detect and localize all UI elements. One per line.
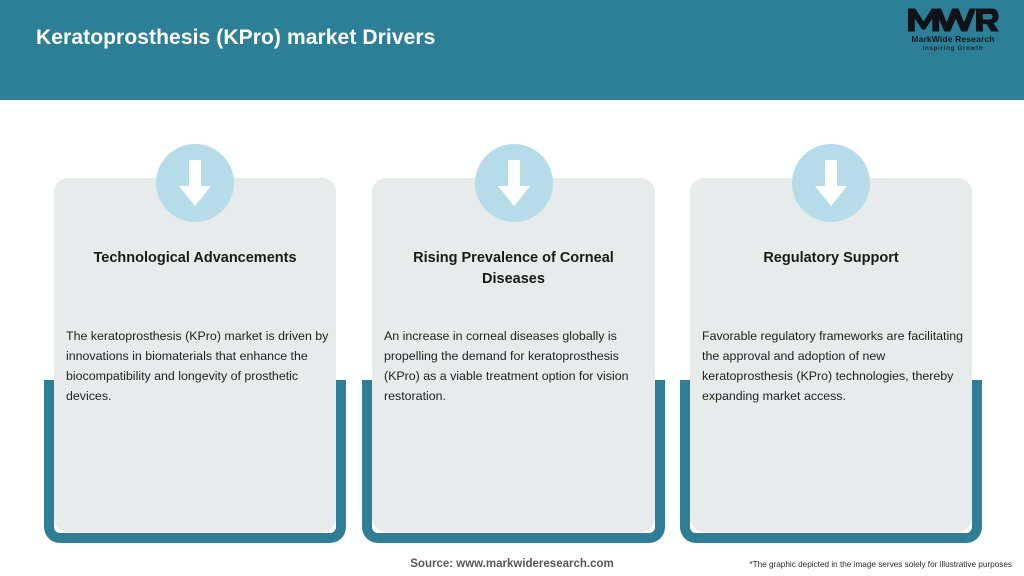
card-frame (680, 380, 982, 543)
card-body: Favorable regulatory frameworks are faci… (702, 329, 964, 404)
card-body: An increase in corneal diseases globally… (384, 329, 629, 404)
page-title: Keratoprosthesis (KPro) market Drivers (36, 26, 436, 49)
arrow-down-icon (815, 160, 847, 206)
source-label: Source: www.markwideresearch.com (410, 558, 614, 570)
brand-logo: MarkWide Research Inspiring Growth (901, 6, 1005, 58)
card-badge (474, 144, 553, 222)
card-badge (156, 144, 234, 222)
card-panel (54, 178, 336, 532)
header-bar (0, 0, 1024, 100)
mwr-logo-icon (907, 8, 999, 32)
logo-company-name: MarkWide Research (911, 34, 995, 44)
card-panel (690, 178, 972, 532)
disclaimer-label: *The graphic depicted in the image serve… (749, 560, 1012, 569)
driver-card[interactable]: Regulatory Support Favorable regulatory … (680, 144, 982, 544)
card-panel (372, 178, 655, 532)
card-heading: Rising Prevalence of Corneal Diseases (413, 250, 614, 288)
driver-card[interactable]: Rising Prevalence of Corneal Diseases An… (362, 144, 665, 544)
logo-tagline: Inspiring Growth (922, 44, 984, 52)
card-badge (792, 144, 870, 222)
arrow-down-icon (179, 160, 211, 206)
card-body: The keratoprosthesis (KPro) market is dr… (66, 329, 329, 404)
card-heading: Regulatory Support (763, 250, 899, 266)
card-heading: Technological Advancements (93, 250, 297, 266)
card-frame (362, 380, 665, 543)
card-frame (44, 380, 346, 543)
arrow-down-icon (497, 160, 530, 206)
driver-card[interactable]: Technological Advancements The keratopro… (44, 144, 346, 544)
